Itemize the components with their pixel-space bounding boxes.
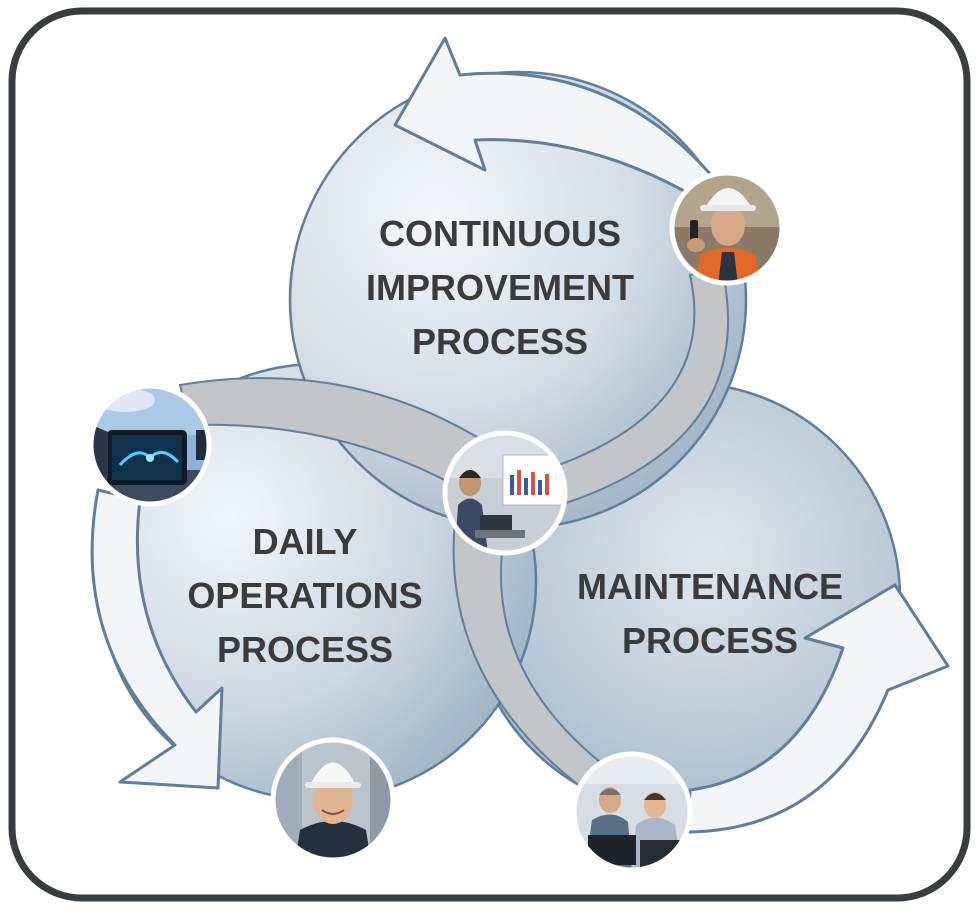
- maintenance-label: MAINTENANCE PROCESS: [540, 560, 880, 668]
- label-line: OPERATIONS: [187, 575, 423, 616]
- label-line: PROCESS: [411, 321, 589, 362]
- label-line: PROCESS: [621, 620, 799, 661]
- cycle-arrow-left: [90, 488, 224, 790]
- analyst-dashboard-icon: [442, 430, 568, 556]
- cycle-arrow-top: [393, 36, 714, 202]
- worker-with-radio-icon: [669, 170, 785, 286]
- label-line: MAINTENANCE: [577, 566, 843, 607]
- label-line: PROCESS: [216, 629, 394, 670]
- continuous-improvement-label: CONTINUOUS IMPROVEMENT PROCESS: [330, 207, 670, 369]
- engineers-monitor-icon: [571, 751, 693, 873]
- label-line: DAILY: [252, 521, 358, 562]
- label-line: CONTINUOUS: [379, 213, 621, 254]
- tablet-handshake-icon: [88, 383, 212, 507]
- worker-helmet-icon: [270, 737, 396, 863]
- cycle-arrow-right: [686, 583, 950, 834]
- label-line: IMPROVEMENT: [365, 267, 634, 308]
- daily-operations-label: DAILY OPERATIONS PROCESS: [160, 515, 450, 677]
